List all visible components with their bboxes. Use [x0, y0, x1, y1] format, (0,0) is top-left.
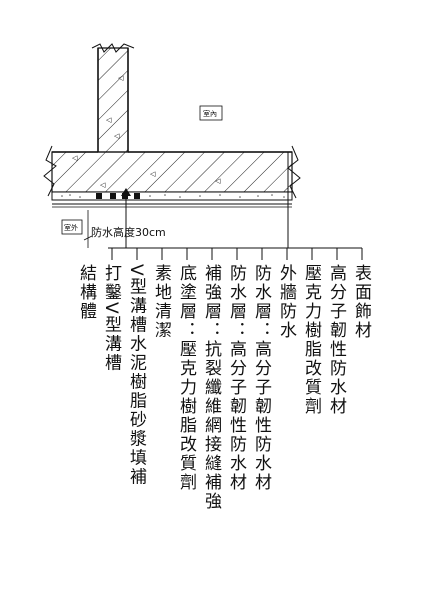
svg-text:◁: ◁	[215, 177, 221, 185]
callout-waterproof-layer-b: 防水層：高分子韌性防水材	[226, 264, 246, 492]
svg-text:◁: ◁	[106, 116, 112, 124]
svg-text:室內: 室內	[203, 109, 217, 118]
svg-text:◁: ◁	[114, 132, 120, 140]
indoor-label: 室內	[199, 105, 223, 121]
callout-surface-finish: 表面飾材	[351, 264, 371, 340]
svg-text:◁: ◁	[118, 74, 124, 82]
callout-v-groove-filling: V型溝槽水泥樹脂砂漿填補	[126, 264, 146, 487]
callout-chisel-v-groove: 打鑿V型溝槽	[101, 264, 121, 373]
callout-acrylic-modifier: 壓克力樹脂改質劑	[301, 264, 321, 416]
waterproof-layer	[51, 188, 293, 208]
callout-primer-layer: 底塗層：壓克力樹脂改質劑	[176, 264, 196, 492]
callout-reinforcement-layer: 補強層：抗裂纖維網接縫補強	[201, 264, 221, 511]
callout-substrate-cleaning: 素地清潔	[151, 264, 171, 340]
callout-leaders	[108, 152, 363, 260]
floor-slab: ◁ ◁ ◁ ◁	[43, 145, 301, 199]
wall-structure: ◁ ◁ ◁	[91, 43, 135, 153]
svg-text:◁: ◁	[100, 181, 106, 189]
callout-waterproof-layer-a: 防水層：高分子韌性防水材	[251, 264, 271, 492]
callout-exterior-wall-waterproof: 外牆防水	[276, 264, 296, 340]
svg-text:◁: ◁	[72, 154, 78, 162]
svg-text:室外: 室外	[64, 223, 78, 232]
svg-text:防水高度30cm: 防水高度30cm	[91, 225, 166, 239]
callout-polymer-waterproof: 高分子韌性防水材	[326, 264, 346, 416]
callout-structure: 結構體	[76, 264, 96, 321]
outdoor-label: 室外	[61, 219, 83, 235]
waterproof-height-dimension: 防水高度30cm	[83, 210, 166, 248]
svg-text:◁: ◁	[150, 170, 156, 178]
